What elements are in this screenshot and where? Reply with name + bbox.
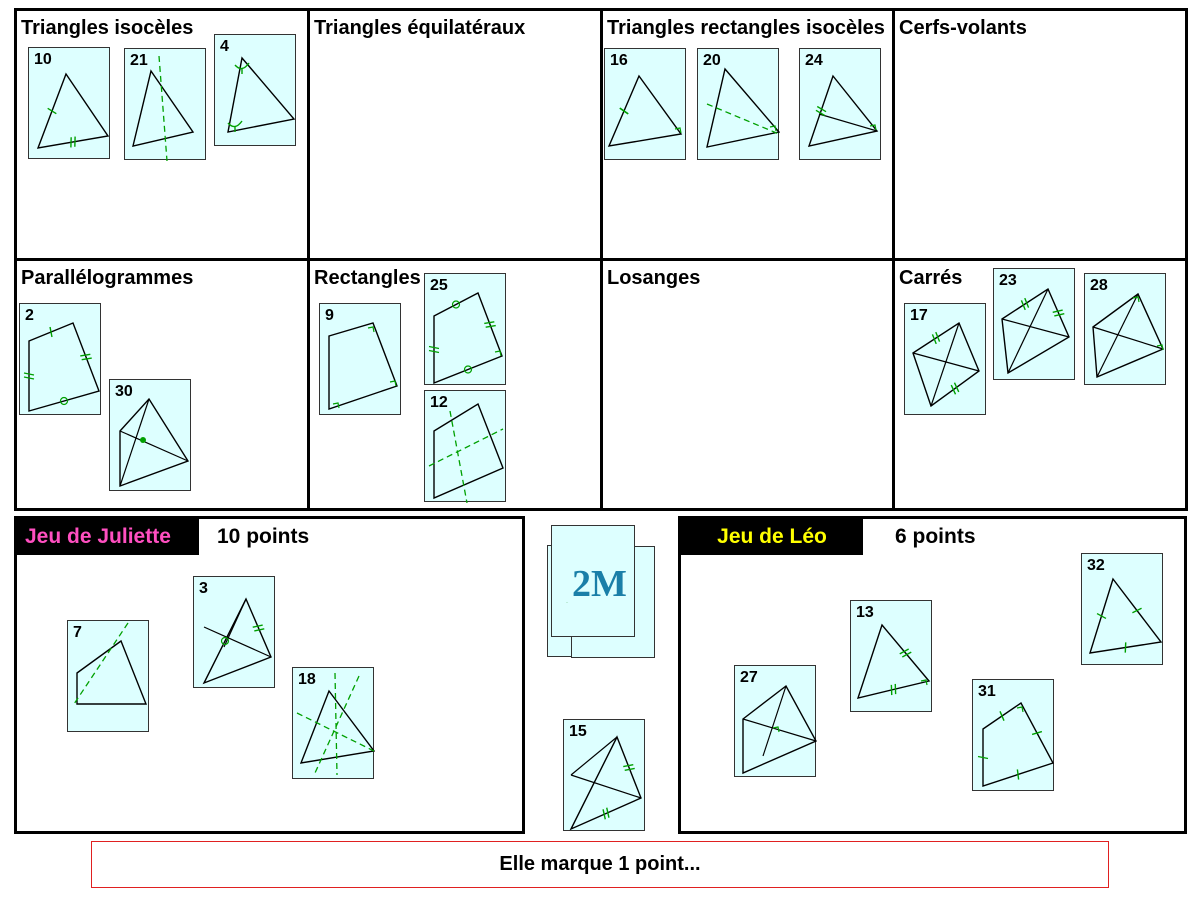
- card-number: 2: [25, 307, 34, 324]
- card-figure: [296, 672, 375, 776]
- card-number: 27: [740, 669, 758, 686]
- card-figure: [428, 292, 503, 385]
- card-number: 12: [430, 394, 448, 411]
- card-figure: [227, 56, 296, 133]
- card-7[interactable]: 7: [67, 620, 149, 732]
- juliette-label: Jeu de Juliette: [17, 519, 199, 555]
- deck-logo-icon: 2M ·: [566, 563, 627, 606]
- card-24[interactable]: 24: [799, 48, 881, 160]
- card-figure: [1092, 292, 1164, 379]
- juliette-score: 10 points: [217, 525, 310, 548]
- card-number: 31: [978, 683, 996, 700]
- category-title: Triangles isocèles: [21, 17, 194, 39]
- card-number: 28: [1090, 277, 1108, 294]
- card-number: 24: [805, 52, 823, 69]
- card-9[interactable]: 9: [319, 303, 401, 415]
- status-message: Elle marque 1 point...: [91, 841, 1109, 888]
- leo-label: Jeu de Léo: [681, 519, 863, 555]
- card-21[interactable]: 21: [124, 48, 206, 161]
- card-figure: [119, 397, 190, 488]
- card-figure: [328, 322, 398, 410]
- category-equilateral[interactable]: Triangles équilatéraux: [307, 8, 603, 261]
- card-figure: [742, 684, 817, 775]
- card-figure: [1001, 287, 1070, 375]
- card-28[interactable]: 28: [1084, 273, 1166, 385]
- card-number: 18: [298, 671, 316, 688]
- card-31[interactable]: 31: [972, 679, 1055, 791]
- card-number: 16: [610, 52, 628, 69]
- card-4[interactable]: 4: [214, 34, 296, 146]
- card-figure: [73, 622, 148, 705]
- card-20[interactable]: 20: [697, 48, 780, 160]
- card-number: 13: [856, 604, 874, 621]
- card-17[interactable]: 17: [904, 303, 986, 415]
- card-number: 20: [703, 52, 721, 69]
- card-number: 3: [199, 580, 208, 597]
- card-27[interactable]: 27: [734, 665, 817, 777]
- card-3[interactable]: 3: [193, 576, 275, 688]
- card-number: 23: [999, 272, 1017, 289]
- card-figure: [977, 701, 1055, 787]
- card-number: 21: [130, 52, 148, 69]
- leo-score: 6 points: [895, 525, 976, 548]
- svg-text:·: ·: [566, 600, 568, 606]
- category-title: Parallélogrammes: [21, 267, 194, 289]
- svg-text:2M: 2M: [572, 563, 627, 605]
- card-number: 17: [910, 307, 928, 324]
- card-figure: [706, 67, 780, 148]
- card-figure: [428, 402, 504, 503]
- card-number: 25: [430, 277, 448, 294]
- card-18[interactable]: 18: [292, 667, 375, 779]
- card-number: 32: [1087, 557, 1105, 574]
- card-13[interactable]: 13: [850, 600, 932, 712]
- card-figure: [807, 74, 879, 147]
- card-12[interactable]: 12: [424, 390, 506, 503]
- card-figure: [202, 597, 272, 685]
- card-23[interactable]: 23: [993, 268, 1075, 380]
- card-figure: [607, 74, 683, 147]
- category-title: Triangles rectangles isocèles: [607, 17, 885, 39]
- card-figure: [36, 72, 110, 149]
- card-figure: [569, 735, 642, 831]
- card-30[interactable]: 30: [109, 379, 191, 491]
- card-number: 9: [325, 307, 334, 324]
- category-title: Carrés: [899, 267, 963, 289]
- card-figure: [1088, 577, 1163, 654]
- deck-card-top[interactable]: 2M ·: [551, 525, 635, 637]
- card-figure: [132, 55, 195, 161]
- card-figure: [23, 322, 100, 412]
- category-title: Losanges: [607, 267, 701, 289]
- category-title: Rectangles: [314, 267, 421, 289]
- card-figure: [856, 623, 931, 699]
- card-32[interactable]: 32: [1081, 553, 1163, 665]
- card-number: 4: [220, 38, 229, 55]
- card-number: 10: [34, 51, 52, 68]
- card-25[interactable]: 25: [424, 273, 506, 385]
- card-10[interactable]: 10: [28, 47, 110, 159]
- category-rhombuses[interactable]: Losanges: [600, 258, 896, 511]
- card-number: 15: [569, 723, 587, 740]
- card-number: 7: [73, 624, 82, 641]
- category-title: Cerfs-volants: [899, 17, 1027, 39]
- category-title: Triangles équilatéraux: [314, 17, 526, 39]
- card-figure: [912, 321, 980, 408]
- card-16[interactable]: 16: [604, 48, 686, 160]
- card-2[interactable]: 2: [19, 303, 101, 415]
- category-kites[interactable]: Cerfs-volants: [892, 8, 1188, 261]
- card-15[interactable]: 15: [563, 719, 645, 831]
- card-number: 30: [115, 383, 133, 400]
